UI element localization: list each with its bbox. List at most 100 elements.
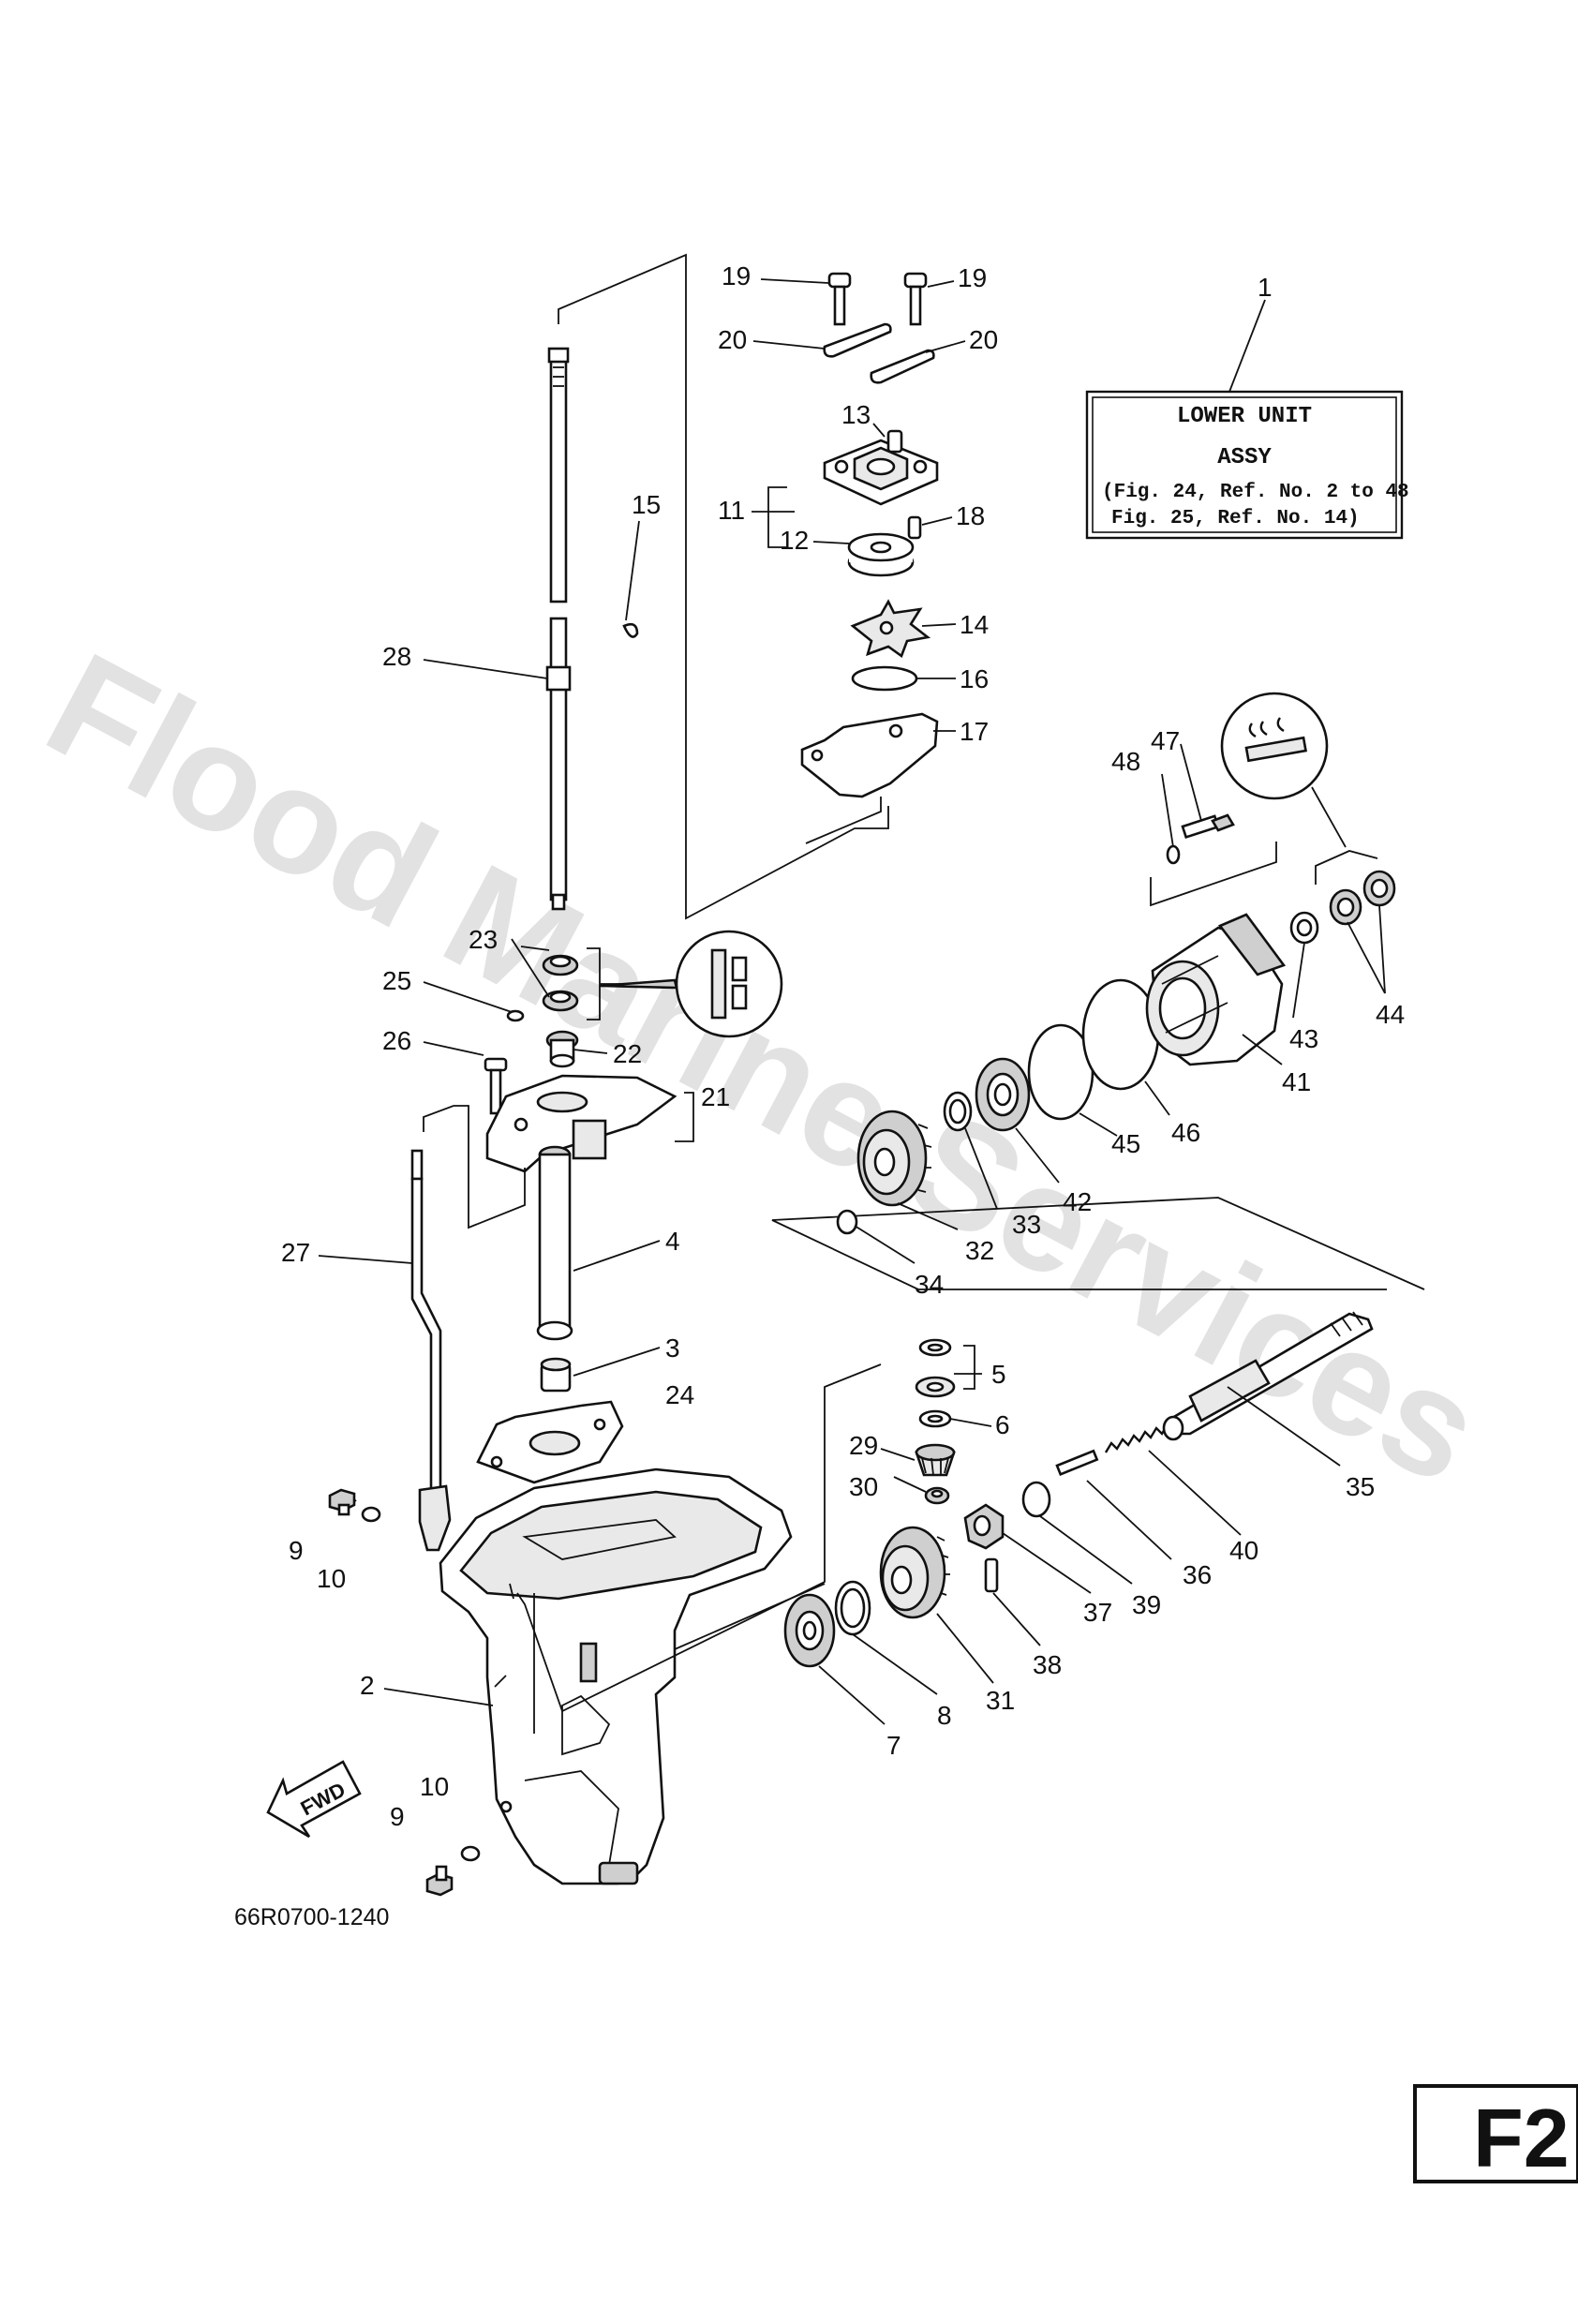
callout-9-upper: 9 [289,1536,304,1565]
propeller-shaft-housing-part-41 [1145,913,1287,1066]
boundary-housing-bolt [1150,842,1277,907]
bolt-part-9-upper [328,1488,356,1516]
bushing-part-22 [545,1030,579,1068]
callout-30: 30 [849,1472,878,1501]
oil-seal-part-44-a [1329,888,1362,926]
ball-bearing-part-42 [975,1057,1031,1132]
callout-20-left: 20 [718,325,747,354]
callout-37: 37 [1083,1598,1112,1627]
dog-clutch-part-37 [963,1503,1005,1550]
oil-seal-part-44-b [1362,870,1396,907]
callout-48: 48 [1111,747,1140,776]
needle-bearing-part-5 [915,1376,956,1398]
callout-10-lower: 10 [420,1772,449,1801]
propeller-shaft-part-35 [1162,1311,1374,1441]
boundary-seal-housing [423,1105,526,1229]
callout-numbers: 1 2 3 4 5 6 7 8 9 9 10 10 11 12 13 14 15… [281,261,1405,1831]
leader-lines [318,278,1386,1725]
grease-symbol-circle-upper [1220,692,1329,800]
callout-33: 33 [1012,1210,1041,1239]
callout-40: 40 [1229,1536,1258,1565]
woodruff-key-part-15 [622,622,639,638]
oil-seal-part-23-upper [542,954,579,976]
bolt-part-19-left [827,272,852,326]
callout-32: 32 [965,1236,994,1265]
shim-part-33 [943,1091,973,1132]
callout-41: 41 [1282,1067,1311,1096]
callout-15: 15 [632,490,661,519]
boundary-prop-shaft [771,1197,1425,1290]
callout-19-right: 19 [958,263,987,292]
callout-36: 36 [1183,1560,1212,1589]
callout-23: 23 [469,925,498,954]
callout-8: 8 [937,1701,952,1730]
callout-45: 45 [1111,1129,1140,1158]
page-tab-label: F2 [1473,2092,1570,2184]
callout-14: 14 [960,610,989,639]
callout-24: 24 [665,1380,694,1409]
o-ring-part-25 [506,1009,525,1022]
insert-cartridge-part-13 [886,429,903,454]
assy-box-ref-2: Fig. 25, Ref. No. 14) [1111,508,1360,529]
bolt-part-26 [484,1057,508,1115]
shift-plunger-part-36 [1055,1449,1099,1476]
callout-26: 26 [382,1026,411,1055]
bolt-part-9-lower [425,1865,454,1897]
callout-28: 28 [382,642,411,671]
shift-rod-part-27 [410,1149,452,1552]
callout-11: 11 [718,496,745,525]
reverse-gear-part-32 [856,1110,932,1207]
callout-16: 16 [960,664,989,693]
water-tube-part-4 [536,1145,573,1341]
dowel-pin-part-18 [907,515,922,540]
callout-5: 5 [991,1360,1006,1389]
callout-38: 38 [1033,1650,1062,1679]
shim-part-5 [918,1338,952,1357]
assy-box-title-1: LOWER UNIT [1177,404,1312,429]
lower-case-part-2 [439,1467,793,1885]
o-ring-part-16 [851,665,918,692]
callout-17: 17 [960,717,989,746]
shim-part-8 [834,1580,871,1636]
callout-13: 13 [841,400,871,429]
boundary-case-drive [509,1363,882,1713]
callout-47: 47 [1151,726,1180,755]
outer-plate-cartridge-part-17 [800,712,939,798]
grommet-part-3 [540,1357,572,1393]
lower-unit-assy-box: LOWER UNIT ASSY (Fig. 24, Ref. No. 2 to … [1085,390,1409,540]
callout-3: 3 [665,1333,680,1363]
callout-20-right: 20 [969,325,998,354]
drive-shaft-part-28 [545,347,572,911]
insert-part-12 [847,532,915,577]
washer-part-6 [918,1409,952,1428]
washer-part-34 [836,1209,858,1235]
impeller-part-14 [850,599,931,659]
washer-part-10-lower [460,1845,481,1862]
oil-seal-part-23-lower [542,990,579,1012]
callout-46: 46 [1171,1118,1200,1147]
callout-22: 22 [613,1039,642,1068]
cross-pin-part-38 [984,1557,999,1593]
callout-25: 25 [382,966,411,995]
spring-clip-part-39 [1021,1481,1051,1518]
callout-4: 4 [665,1227,680,1256]
bush-part-43 [1289,911,1319,945]
assembly-boundary-upper [558,253,889,920]
callout-19-left: 19 [722,261,751,290]
page-tab: F2 [1413,2084,1578,2184]
callout-2: 2 [360,1671,375,1700]
assy-box-title-2: ASSY [1217,445,1272,470]
boundary-pump-plate [805,797,882,844]
callout-7: 7 [886,1731,901,1760]
nut-part-30 [924,1486,950,1505]
washer-part-48 [1166,844,1181,865]
callout-27: 27 [281,1238,310,1267]
forward-gear-part-31 [879,1526,950,1619]
callout-18: 18 [956,501,985,530]
callout-1: 1 [1258,273,1273,302]
plate-part-20-left [823,322,892,358]
fwd-arrow-icon: FWD [266,1760,362,1839]
pump-housing-part-11 [823,439,939,506]
callout-42: 42 [1063,1187,1092,1216]
assy-box-ref-1: (Fig. 24, Ref. No. 2 to 48 [1102,482,1409,503]
